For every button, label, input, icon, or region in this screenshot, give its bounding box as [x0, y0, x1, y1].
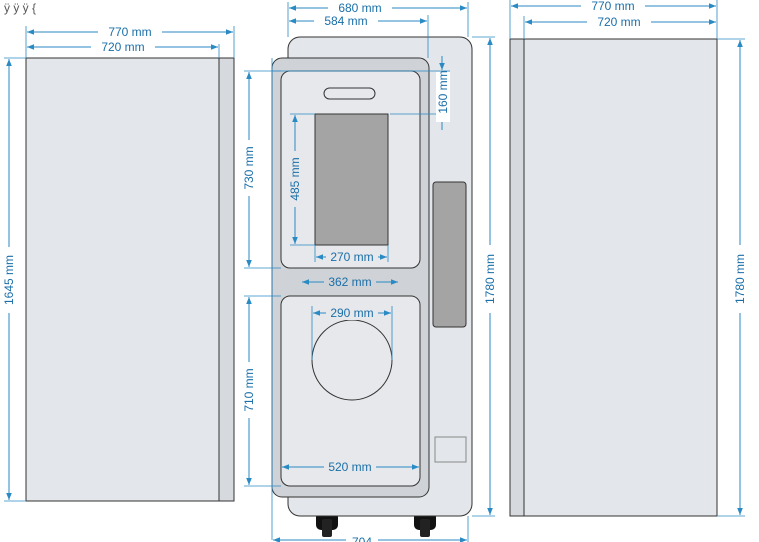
front-width-inner-label: 584 mm	[324, 14, 367, 28]
upper-door-height-label: 730 mm	[242, 146, 256, 189]
small-label-box	[434, 436, 467, 463]
left-panel-edge	[218, 57, 235, 502]
front-top-offset-label: 160 mm	[436, 70, 450, 113]
lower-circle	[311, 319, 393, 401]
base-width-label: 704	[352, 535, 372, 542]
right-width-inner-label: 720 mm	[597, 15, 640, 29]
corner-fragment-text: ÿ ÿ ÿ {	[4, 1, 36, 15]
left-width-inner-label: 720 mm	[101, 40, 144, 54]
front-width-total-label: 680 mm	[338, 1, 381, 15]
right-width-outer-label: 770 mm	[591, 0, 634, 13]
front-view: 680 mm 584 mm 160 mm 730 mm 485 mm 270 m…	[242, 1, 497, 542]
right-height-label: 1780 mm	[733, 254, 747, 304]
right-panel-body	[509, 38, 718, 517]
screen-width-label: 270 mm	[330, 250, 373, 264]
side-window	[432, 181, 467, 328]
screen-height-label: 485 mm	[288, 157, 302, 200]
left-panel-body	[25, 57, 235, 502]
left-view: 770 mm 720 mm 1645 mm	[2, 25, 235, 502]
left-height-label: 1645 mm	[2, 255, 16, 305]
handle-slot	[323, 87, 376, 100]
gap-width-label: 362 mm	[328, 275, 371, 289]
circle-diameter-label: 290 mm	[330, 306, 373, 320]
screen	[314, 113, 389, 246]
left-width-outer-label: 770 mm	[108, 25, 151, 39]
right-panel-edge	[509, 38, 525, 517]
front-total-height-label: 1780 mm	[483, 254, 497, 304]
lower-door-width-label: 520 mm	[328, 460, 371, 474]
right-view: 770 mm 720 mm 1780 mm	[509, 0, 747, 517]
lower-door-height-label: 710 mm	[242, 368, 256, 411]
